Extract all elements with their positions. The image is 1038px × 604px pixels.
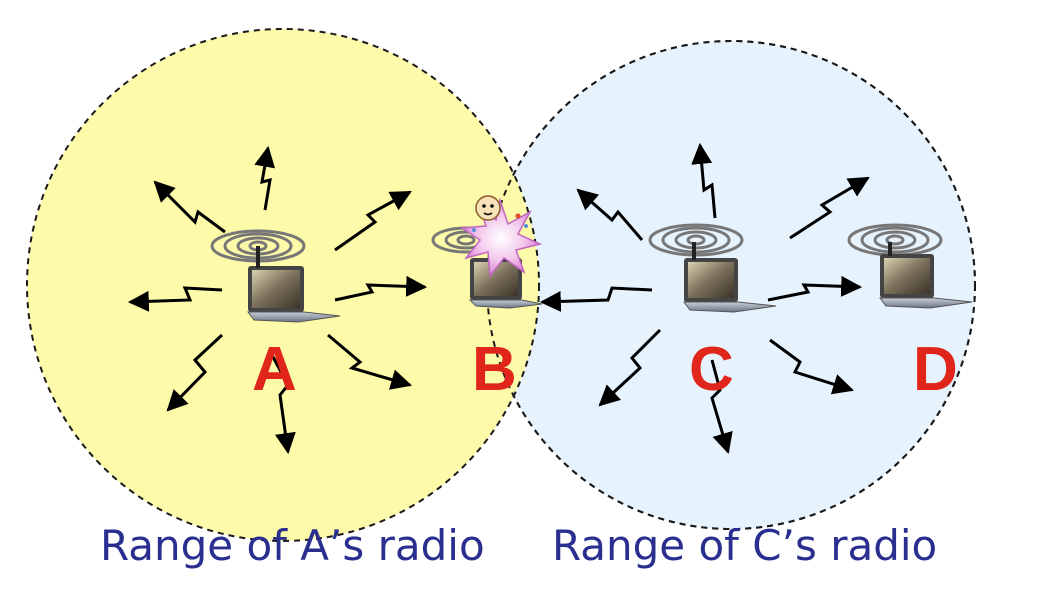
lightning-arrow-icon [153, 180, 226, 234]
lightning-arrow-icon [539, 286, 653, 312]
node-label-c: C [689, 335, 734, 404]
node-label-a: A [252, 335, 297, 404]
laptop-d [879, 242, 973, 309]
lightning-arrow-icon [270, 354, 296, 455]
lightning-arrow-icon [334, 275, 428, 302]
signals-from-c [539, 142, 870, 455]
lightning-arrow-icon [166, 333, 224, 412]
lightning-arrow-icon [769, 338, 855, 395]
lightning-arrow-icon [789, 176, 870, 240]
laptop-c [683, 242, 777, 313]
lightning-arrow-icon [327, 333, 413, 390]
laptop-a [247, 246, 341, 323]
laptop-icon [879, 254, 973, 309]
range-c-border [486, 40, 976, 530]
range-a-caption: Range of A’s radio [100, 521, 485, 570]
lightning-arrow-icon [691, 142, 717, 219]
signals-from-a [127, 145, 428, 455]
lightning-arrow-icon [710, 359, 733, 455]
range-c-caption: Range of C’s radio [552, 521, 937, 570]
lightning-arrow-icon [254, 145, 276, 211]
node-label-b: B [472, 335, 517, 404]
lightning-arrow-icon [127, 286, 223, 312]
lightning-arrow-icon [598, 328, 662, 407]
lightning-arrow-icon [576, 188, 644, 241]
lightning-arrow-icon [767, 275, 863, 302]
laptop-icon [247, 266, 341, 323]
lightning-arrow-icon [334, 190, 412, 252]
laptop-icon [683, 258, 777, 313]
collision-burst-icon [459, 195, 543, 278]
node-label-d: D [913, 335, 958, 404]
